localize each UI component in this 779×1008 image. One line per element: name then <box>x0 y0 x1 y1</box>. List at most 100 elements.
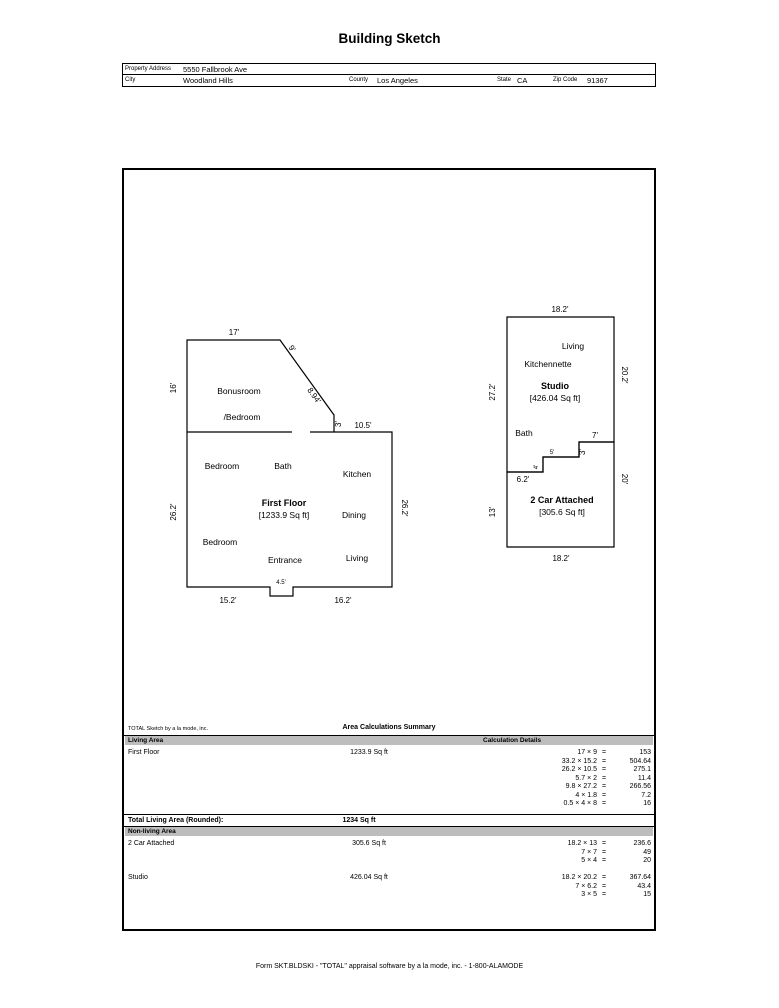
living-area-header: Living Area <box>128 737 164 744</box>
dim-label: 20' <box>620 474 629 485</box>
calc-equals: = <box>601 800 607 807</box>
room-label-living: Living <box>346 553 368 563</box>
calc-line: 9.8 × 27.2=266.56 <box>519 783 651 792</box>
calc-value: 266.56 <box>629 783 651 790</box>
first-floor-title: First Floor <box>262 498 307 508</box>
calc-expression: 0.5 × 4 × 8 <box>563 800 597 807</box>
calc-value: 236.6 <box>633 840 651 847</box>
dim-label: 5' <box>550 450 554 456</box>
divider-line <box>124 814 654 815</box>
row-name: 2 Car Attached <box>128 840 175 847</box>
living-area-band: Living Area Calculation Details <box>125 736 653 745</box>
room-label-kitchennette: Kitchennette <box>524 359 572 369</box>
total-value: 1234 Sq ft <box>342 817 376 824</box>
county-label: County <box>349 77 369 83</box>
property-address-label: Property Address <box>125 66 172 72</box>
room-label-entrance: Entrance <box>268 555 302 565</box>
calc-expression: 5.7 × 2 <box>575 774 597 782</box>
calc-line: 3 × 5 = 15 <box>519 891 651 900</box>
garage-outline <box>506 441 615 548</box>
room-label-bonusroom: Bonusroom <box>217 386 260 396</box>
calc-expression: 26.2 × 10.5 <box>561 766 597 773</box>
calc-value: 15 <box>643 891 651 898</box>
calc-value: 43.4 <box>637 882 651 890</box>
room-label-bedroom-lower: Bedroom <box>203 537 238 547</box>
header-row-address: Property Address 5550 Fallbrook Ave <box>123 64 655 75</box>
calc-expression: 18.2 × 20.2 <box>561 874 597 881</box>
calc-line: 17 × 9=153 <box>519 749 651 758</box>
calc-line: 7 × 6.2=43.4 <box>519 883 651 892</box>
dim-label: 8.94' <box>305 386 323 406</box>
calc-value: 49 <box>643 848 651 856</box>
county-value: Los Angeles <box>377 76 418 85</box>
room-label-dining: Dining <box>342 510 366 520</box>
room-label-bedroom-upper: Bedroom <box>205 461 240 471</box>
calc-equals: = <box>601 791 607 799</box>
dim-label: 7' <box>592 431 598 440</box>
dim-label: 16.2' <box>334 596 352 605</box>
state-label: State <box>497 77 512 83</box>
calc-value: 11.4 <box>637 774 651 782</box>
zip-label: Zip Code <box>553 77 578 83</box>
row-name: First Floor <box>128 749 160 756</box>
calc-column: 18.2 × 13=236.6 7 × 7=49 5 × 4 = 20 <box>519 840 651 866</box>
calc-equals: = <box>601 757 607 765</box>
calc-line: 4 × 1.8=7.2 <box>519 792 651 801</box>
dim-label: 27.2' <box>488 383 497 401</box>
dim-label: 18.2' <box>551 305 569 314</box>
dim-label: 26.2' <box>169 503 178 521</box>
property-address-value: 5550 Fallbrook Ave <box>183 65 248 74</box>
room-label-kitchen: Kitchen <box>343 469 372 479</box>
calc-value: 504.64 <box>629 757 651 765</box>
calc-equals: = <box>601 882 607 890</box>
dim-label: 20.2' <box>620 366 629 384</box>
garage-title: 2 Car Attached <box>530 495 593 505</box>
sketch-area: 17' 16' 9' 8.94' 3' 10.5' 26.2' 26.2' 15… <box>122 168 656 931</box>
calc-line: 26.2 × 10.5=275.1 <box>519 766 651 775</box>
divider-line <box>124 826 654 827</box>
area-calculations-summary: TOTAL Sketch by a la mode, inc. Area Cal… <box>124 722 654 929</box>
calc-value: 367.64 <box>629 874 651 881</box>
city-value: Woodland Hills <box>183 76 233 85</box>
state-value: CA <box>517 76 528 85</box>
calc-equals: = <box>601 766 607 773</box>
calc-equals: = <box>601 891 607 898</box>
calc-expression: 33.2 × 15.2 <box>561 757 597 765</box>
dim-label: 17' <box>229 328 240 337</box>
calc-line: 18.2 × 20.2=367.64 <box>519 874 651 883</box>
floor-plan-drawing: 17' 16' 9' 8.94' 3' 10.5' 26.2' 26.2' 15… <box>169 305 629 605</box>
calc-equals: = <box>601 857 607 864</box>
calc-expression: 7 × 7 <box>581 848 597 856</box>
calc-expression: 5 × 4 <box>581 857 597 864</box>
room-label-studio-bath: Bath <box>515 428 533 438</box>
calc-column: 18.2 × 20.2=367.64 7 × 6.2=43.4 3 × 5=15 <box>519 874 651 900</box>
calc-expression: 4 × 1.8 <box>575 791 597 799</box>
calc-column: 17 × 9=153 33.2 × 15.2 = 504.64 26.2 × 10.… <box>519 749 651 809</box>
page-title: Building Sketch <box>338 31 441 46</box>
room-label-studio-living: Living <box>562 341 584 351</box>
calc-line: 18.2 × 13=236.6 <box>519 840 651 849</box>
dim-label: 3' <box>578 449 587 455</box>
row-area: 426.04 Sq ft <box>350 874 388 881</box>
dim-label: 18.2' <box>552 554 570 563</box>
calc-line: 5.7 × 2=11.4 <box>519 775 651 784</box>
calc-expression: 17 × 9 <box>577 749 597 756</box>
room-label-bonusroom-bedroom: /Bedroom <box>224 412 261 422</box>
calc-value: 20 <box>643 857 651 864</box>
dim-label: 4.5' <box>276 580 286 586</box>
studio-area: [426.04 Sq ft] <box>530 393 581 403</box>
header-row-city: City Woodland Hills County Los Angeles S… <box>123 75 655 86</box>
garage-area: [305.6 Sq ft] <box>539 507 585 517</box>
summary-title: Area Calculations Summary <box>342 724 436 731</box>
calc-expression: 18.2 × 13 <box>567 840 597 847</box>
calc-expression: 3 × 5 <box>581 891 597 898</box>
first-floor-outline <box>186 339 393 597</box>
form-footer: Form SKT.BLDSKI - "TOTAL" appraisal soft… <box>255 963 524 970</box>
calc-line: 33.2 × 15.2 = 504.64 <box>519 758 651 767</box>
dim-label: 9' <box>287 343 298 354</box>
nonliving-area-band: Non-living Area <box>125 827 653 836</box>
studio-title: Studio <box>541 381 569 391</box>
row-area: 1233.9 Sq ft <box>350 749 388 756</box>
first-floor-area: [1233.9 Sq ft] <box>259 510 310 520</box>
calc-line: 7 × 7=49 <box>519 849 651 858</box>
